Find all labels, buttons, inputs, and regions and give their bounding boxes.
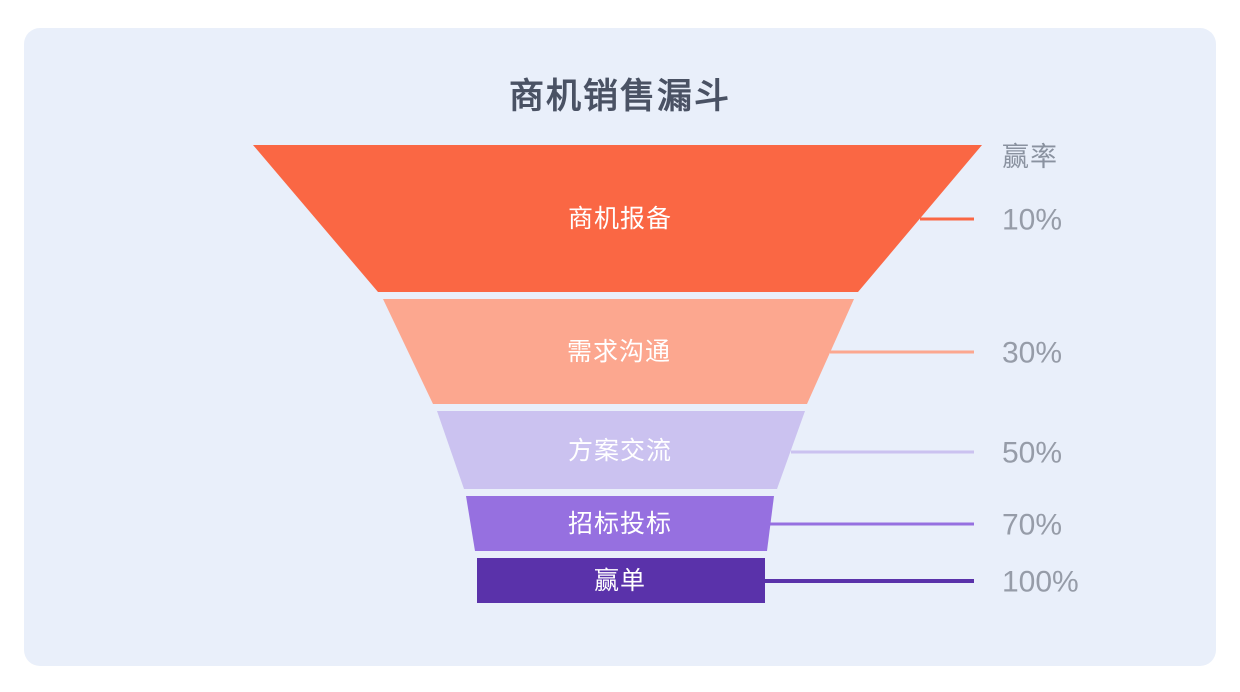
funnel-stage-5[interactable] xyxy=(477,558,765,603)
win-rate-header: 赢率 xyxy=(1002,142,1058,172)
funnel-stage-3-label: 方案交流 xyxy=(568,437,672,465)
funnel-stage-1[interactable] xyxy=(253,145,982,292)
funnel-stage-4-label: 招标投标 xyxy=(568,510,672,538)
win-rate-2: 30% xyxy=(1002,337,1062,370)
win-rate-3: 50% xyxy=(1002,437,1062,470)
chart-title: 商机销售漏斗 xyxy=(508,77,731,116)
win-rate-5: 100% xyxy=(1002,566,1079,599)
funnel-stage-5-label: 赢单 xyxy=(594,567,646,595)
funnel-stage-1-label: 商机报备 xyxy=(568,205,672,233)
win-rate-1: 10% xyxy=(1002,204,1062,237)
funnel-stage-4[interactable] xyxy=(466,496,774,551)
funnel-stage-2[interactable] xyxy=(383,299,854,404)
funnel-stage-3[interactable] xyxy=(437,411,805,489)
win-rate-4: 70% xyxy=(1002,509,1062,542)
funnel-stage-2-label: 需求沟通 xyxy=(567,338,671,366)
